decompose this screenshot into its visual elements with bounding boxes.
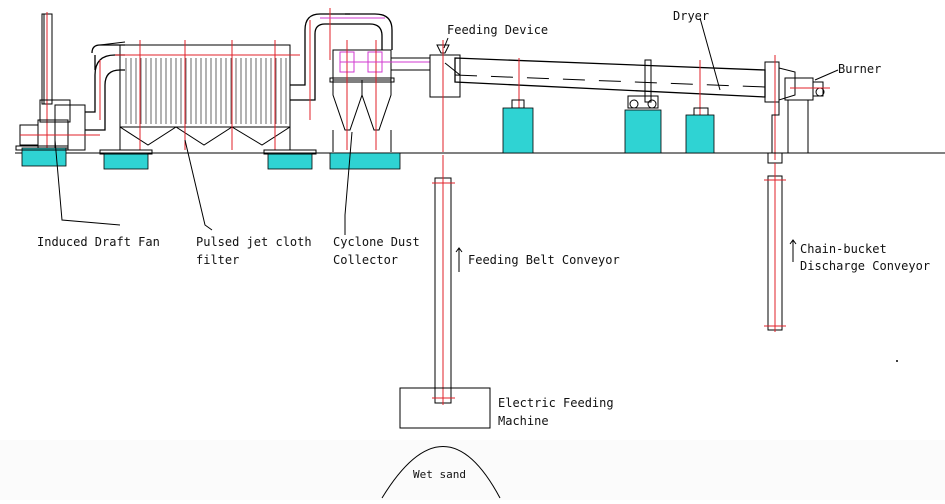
label-cyclone-1: Cyclone Dust [333,235,420,249]
label-feeding-device: Feeding Device [447,23,548,37]
cyclone-dust-collector [329,40,430,152]
pulsed-jet-cloth-filter [115,40,300,150]
wet-sand-pile [381,446,501,499]
label-burner: Burner [838,62,881,76]
label-electric-feeding-2: Machine [498,414,549,428]
burner-unit [771,77,830,153]
leader-pulsed-filter [184,139,213,231]
watermark-band [0,440,945,500]
electric-feeding-machine [399,387,491,429]
label-pulsed-filter-2: filter [196,253,239,267]
filter-foundation-right [267,152,313,170]
label-wet-sand: Wet sand [413,468,466,481]
chimney [41,12,53,150]
label-chain-bucket-2: Discharge Conveyor [800,259,930,273]
dryer-supports [502,95,715,154]
label-pulsed-filter-1: Pulsed jet cloth [196,235,312,249]
filter-foundation-left [103,152,149,170]
label-electric-feeding-1: Electric Feeding [498,396,614,410]
fan-duct [85,41,126,131]
label-feeding-belt-conveyor: Feeding Belt Conveyor [468,253,620,267]
filter-bags [125,58,287,124]
rotary-dryer [454,55,796,160]
label-dryer: Dryer [673,9,709,23]
feeding-device [429,40,461,152]
leader-feeding-device [443,37,449,49]
feeding-belt-conveyor [432,155,463,405]
fan-foundation [21,147,67,167]
label-cyclone-2: Collector [333,253,398,267]
leader-cyclone [344,131,353,235]
leader-dryer [699,17,721,91]
induced-draft-fan [15,99,100,167]
label-induced-draft-fan: Induced Draft Fan [37,235,160,249]
stray-dot [896,360,898,362]
filter-to-cyclone-duct [290,8,393,120]
leader-burner [814,69,839,81]
cyclone-foundation [329,152,401,170]
chain-bucket-discharge-conveyor [764,152,797,332]
label-chain-bucket-1: Chain-bucket [800,242,887,256]
leader-induced-draft-fan [54,139,121,226]
